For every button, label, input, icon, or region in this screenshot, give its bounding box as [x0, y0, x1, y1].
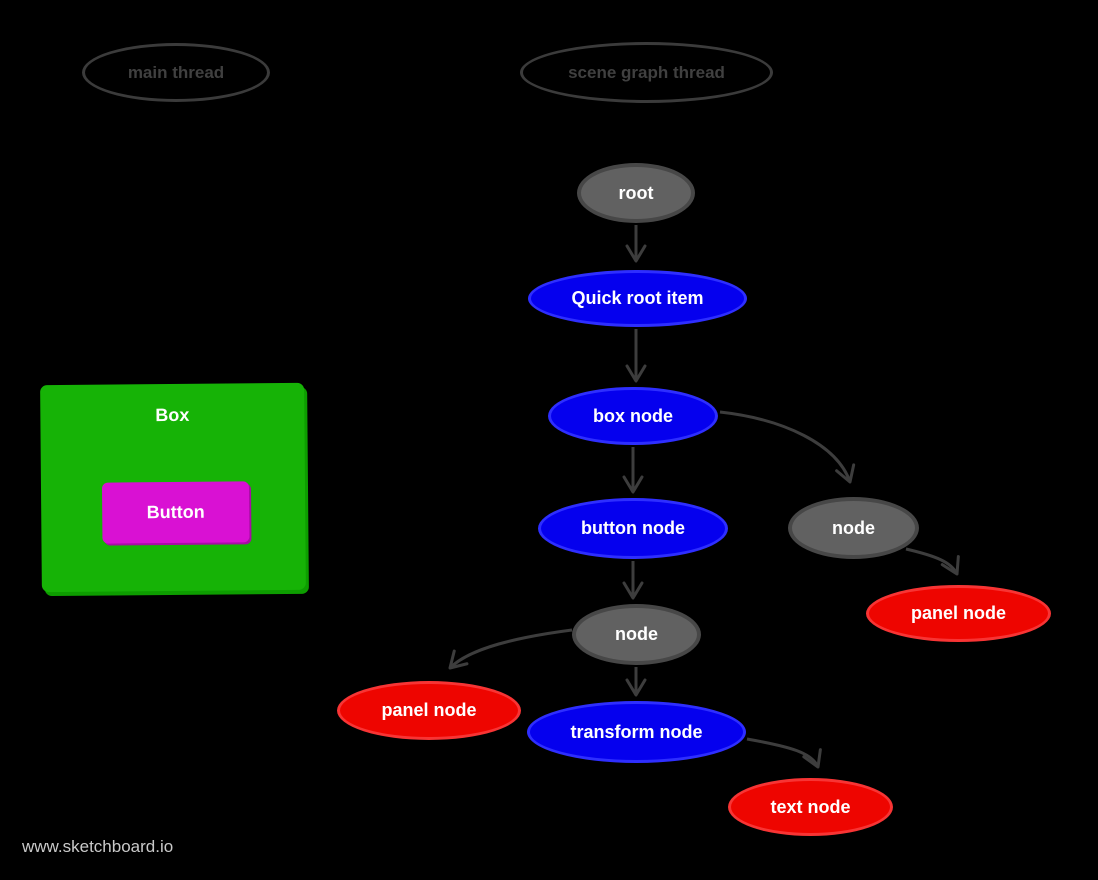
edge-node-center-to-panel-node-left — [448, 628, 573, 670]
node-label: root — [618, 182, 654, 203]
main-thread-label: main thread — [127, 62, 225, 82]
node-label: panel node — [910, 603, 1006, 623]
scene-graph-thread-label: scene graph thread — [568, 62, 725, 82]
edge-transform-node-to-text-node — [746, 737, 822, 769]
node-panel-node-left: panel node — [337, 681, 521, 740]
node-text-node: text node — [728, 778, 893, 836]
node-quick-root-item: Quick root item — [528, 270, 747, 327]
edge-box-node-to-node-right — [719, 410, 856, 484]
node-root: root — [577, 163, 695, 223]
sketchboard-watermark: www.sketchboard.io — [22, 837, 174, 856]
box-label: Box — [155, 404, 190, 426]
box-shape: Box Button — [40, 382, 306, 593]
node-label: box node — [593, 405, 673, 426]
node-panel-node-right: panel node — [866, 585, 1051, 642]
node-box-node: box node — [548, 387, 718, 445]
node-label: button node — [581, 518, 685, 538]
scene-graph-thread-ellipse: scene graph thread — [520, 42, 773, 103]
node-center: node — [572, 604, 701, 665]
button-shape: Button — [101, 481, 250, 544]
node-label: node — [615, 624, 658, 644]
node-label: Quick root item — [571, 288, 704, 308]
main-thread-ellipse: main thread — [82, 43, 270, 102]
node-right: node — [788, 497, 919, 559]
node-transform-node: transform node — [527, 701, 746, 763]
edge-node-right-to-panel-node-right — [905, 547, 960, 576]
node-label: transform node — [570, 721, 703, 742]
node-label: panel node — [381, 700, 477, 720]
node-label: node — [832, 517, 875, 538]
node-button-node: button node — [538, 498, 728, 559]
node-label: text node — [770, 796, 851, 817]
button-label: Button — [146, 501, 205, 523]
